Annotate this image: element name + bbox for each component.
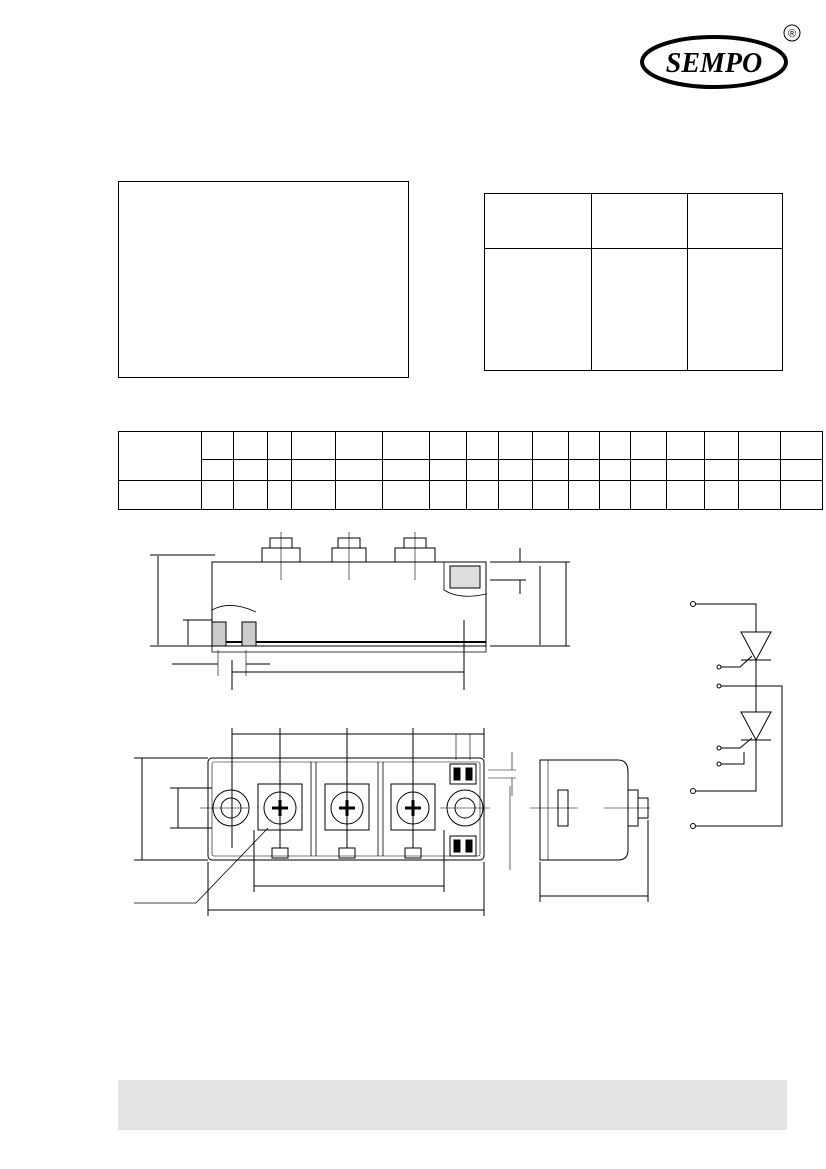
param-cell	[201, 459, 234, 481]
param-cell	[666, 459, 705, 481]
param-cell	[233, 459, 268, 481]
param-cell	[267, 431, 292, 460]
param-cell	[780, 459, 823, 481]
ratings-header-cell	[484, 193, 592, 249]
side-view-drawing	[150, 532, 570, 690]
param-label-cell	[118, 431, 202, 481]
ratings-body-cell	[591, 248, 688, 371]
ratings-body-cell	[687, 248, 783, 371]
features-box	[118, 181, 409, 378]
logo-text: SEMPO	[666, 48, 762, 79]
param-cell	[532, 459, 569, 481]
param-cell	[382, 459, 430, 481]
param-cell	[498, 459, 533, 481]
param-cell	[233, 431, 268, 460]
param-cell	[466, 431, 499, 460]
param-cell	[291, 431, 336, 460]
param-label-cell	[118, 480, 202, 510]
param-cell	[498, 480, 533, 510]
ratings-table	[484, 193, 783, 371]
footer-bar	[118, 1080, 787, 1130]
param-cell	[291, 459, 336, 481]
param-cell	[267, 480, 292, 510]
registered-mark: ®	[788, 28, 796, 40]
param-cell	[382, 431, 430, 460]
param-cell	[780, 480, 823, 510]
ratings-header-cell	[591, 193, 688, 249]
param-cell	[666, 480, 705, 510]
param-cell	[335, 480, 383, 510]
param-cell	[666, 431, 705, 460]
end-view-drawing	[530, 759, 650, 902]
param-cell	[532, 431, 569, 460]
param-cell	[630, 480, 667, 510]
param-cell	[466, 459, 499, 481]
param-cell	[568, 459, 600, 481]
param-cell	[630, 459, 667, 481]
param-cell	[201, 480, 234, 510]
param-cell	[738, 431, 781, 460]
param-cell	[568, 431, 600, 460]
param-cell	[599, 431, 631, 460]
module-drawings	[134, 532, 783, 916]
param-cell	[429, 431, 467, 460]
ratings-body-cell	[484, 248, 592, 371]
param-cell	[382, 480, 430, 510]
param-cell	[335, 431, 383, 460]
param-cell	[233, 480, 268, 510]
parameter-table	[118, 431, 823, 510]
param-cell	[335, 459, 383, 481]
param-cell	[599, 459, 631, 481]
param-cell	[630, 431, 667, 460]
param-cell	[429, 480, 467, 510]
param-cell	[466, 480, 499, 510]
param-cell	[704, 480, 739, 510]
param-cell	[429, 459, 467, 481]
param-cell	[498, 431, 533, 460]
param-cell	[267, 459, 292, 481]
param-cell	[599, 480, 631, 510]
param-cell	[201, 431, 234, 460]
ratings-header-cell	[687, 193, 783, 249]
param-cell	[738, 480, 781, 510]
param-cell	[568, 480, 600, 510]
circuit-diagram	[690, 601, 783, 829]
param-cell	[704, 431, 739, 460]
sempo-logo: SEMPO ®	[640, 24, 801, 89]
param-cell	[780, 431, 823, 460]
param-cell	[532, 480, 569, 510]
param-cell	[738, 459, 781, 481]
param-cell	[291, 480, 336, 510]
param-cell	[704, 459, 739, 481]
top-view-drawing	[134, 728, 516, 916]
